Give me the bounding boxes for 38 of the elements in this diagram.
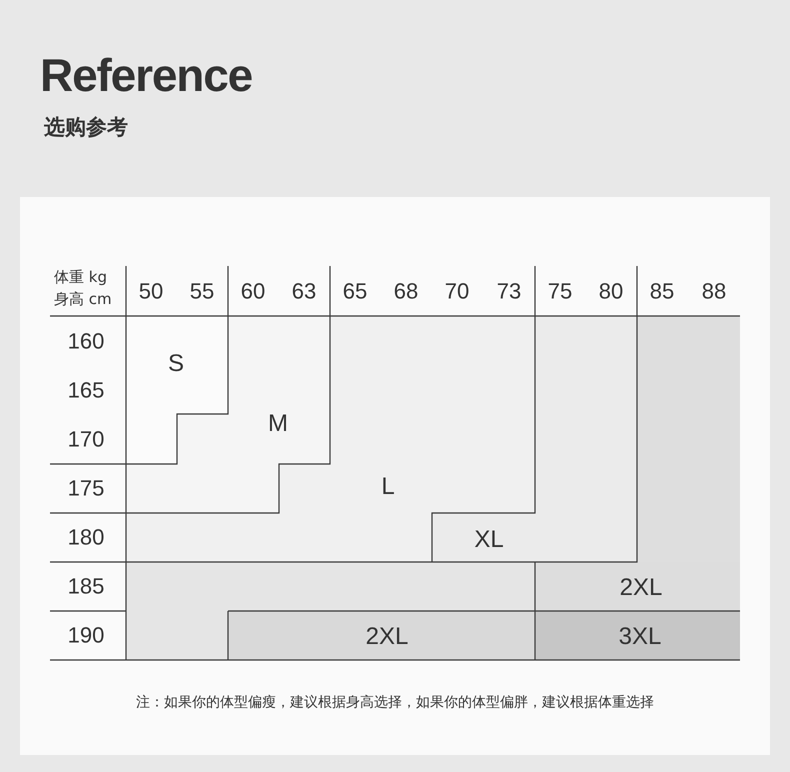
size-label: L	[381, 472, 395, 502]
weight-value: 65	[342, 278, 368, 306]
weight-value: 88	[702, 278, 726, 306]
size-region	[228, 316, 330, 464]
height-value: 160	[68, 328, 104, 356]
size-region	[432, 513, 637, 562]
weight-value: 70	[444, 278, 470, 306]
weight-value: 80	[598, 278, 624, 306]
empty-region	[637, 316, 740, 562]
size-label: S	[168, 349, 184, 379]
size-label: XL	[474, 525, 504, 555]
footnote: 注：如果你的体型偏瘦，建议根据身高选择，如果你的体型偏胖，建议根据体重选择	[136, 694, 654, 712]
height-value: 175	[68, 474, 104, 502]
weight-header: 体重 kg	[54, 270, 107, 285]
weight-value: 73	[496, 278, 522, 306]
height-value: 190	[68, 622, 104, 650]
size-region	[330, 316, 535, 513]
height-value: 170	[68, 426, 104, 454]
weight-value: 63	[292, 278, 316, 306]
title: Reference	[40, 52, 252, 98]
weight-value: 55	[190, 278, 214, 306]
subtitle: 选购参考	[44, 114, 128, 141]
size-region	[228, 611, 535, 660]
height-value: 165	[68, 376, 104, 404]
size-region	[535, 562, 740, 611]
height-value: 180	[68, 524, 104, 552]
weight-value: 50	[138, 278, 164, 306]
height-value: 185	[68, 572, 104, 600]
weight-value: 68	[394, 278, 418, 306]
size-label: 3XL	[618, 622, 662, 652]
size-label: 2XL	[366, 622, 408, 652]
weight-value: 60	[240, 278, 266, 306]
height-header: 身高 cm	[54, 292, 112, 307]
weight-value: 75	[548, 278, 572, 306]
weight-value: 85	[650, 278, 674, 306]
size-label: 2XL	[620, 573, 662, 603]
size-region	[535, 611, 740, 660]
size-label: M	[268, 409, 288, 439]
